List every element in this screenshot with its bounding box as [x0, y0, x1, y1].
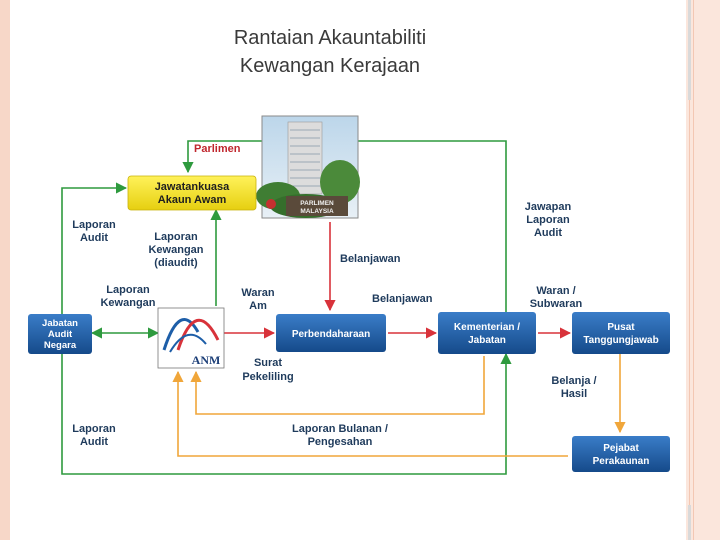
label-surat-pekeliling: Surat Pekeliling [242, 357, 293, 383]
orange-connectors [172, 354, 626, 460]
label-laporan-audit-top-2: Audit [80, 232, 108, 244]
label-laporan-audit-top: Laporan Audit [72, 219, 116, 244]
laporan-bulanan-line [172, 370, 568, 457]
label-waran-am: Waran Am [241, 287, 274, 312]
node-kementerian-line1: Kementerian / [454, 322, 520, 333]
node-jabatan-audit-line2: Audit [48, 329, 73, 340]
label-waran-sub-2: Subwaran [530, 298, 583, 310]
label-laporan-bulanan: Laporan Bulanan / Pengesahan [292, 423, 388, 448]
node-pusat-line1: Pusat [607, 322, 635, 333]
label-waran-am-1: Waran [241, 287, 274, 299]
label-waran-subwaran: Waran / Subwaran [530, 285, 583, 310]
label-jawapan-laporan-audit: Jawapan Laporan Audit [525, 201, 572, 239]
surat-pekeliling-line [190, 356, 485, 415]
node-pusat-line2: Tanggungjawab [583, 335, 658, 346]
label-jawapan-3: Audit [534, 227, 562, 239]
anm-logo-text: ANM [192, 353, 221, 367]
photo-caption-1: PARLIMEN [300, 200, 334, 207]
photo-caption-2: MALAYSIA [300, 208, 334, 215]
label-laporan-audit-bottom: Laporan Audit [72, 423, 116, 448]
label-lk-diaudit-2: Kewangan [148, 244, 203, 256]
slide-right-border-line [693, 0, 694, 540]
laporan-audit-bottom-line [61, 352, 512, 475]
label-surat-2: Pekeliling [242, 371, 293, 383]
label-belanja-hasil: Belanja / Hasil [551, 375, 596, 400]
label-waran-sub-1: Waran / [536, 285, 575, 297]
label-belanja-2: Hasil [561, 388, 587, 400]
node-jawatankuasa-line2: Akaun Awam [158, 194, 227, 206]
slide-left-border [0, 0, 10, 540]
node-jabatan-audit-line3: Negara [44, 340, 77, 351]
label-belanja-1: Belanja / [551, 375, 596, 387]
slide-title-line1: Rantaian Akauntabiliti [233, 27, 427, 49]
label-laporan-kewangan-diaudit: Laporan Kewangan (diaudit) [148, 231, 203, 269]
slide-edge-tab [688, 505, 691, 540]
laporan-audit-line [61, 182, 128, 314]
node-pusat-tanggungjawab: Pusat Tanggungjawab [572, 312, 670, 354]
label-bulanan-1: Laporan Bulanan / [292, 423, 388, 435]
node-parlimen: Parlimen [194, 143, 241, 155]
label-belanjawan-1: Belanjawan [340, 253, 401, 265]
red-connectors [224, 222, 572, 339]
label-lk-2: Kewangan [100, 297, 155, 309]
label-lk-diaudit-3: (diaudit) [154, 257, 198, 269]
label-jawapan-1: Jawapan [525, 201, 572, 213]
node-jawatankuasa-line1: Jawatankuasa [155, 181, 230, 193]
node-perbendaharaan-label: Perbendaharaan [292, 329, 370, 340]
node-pejabat-line2: Perakaunan [593, 456, 650, 467]
label-jawapan-2: Laporan [526, 214, 570, 226]
label-waran-am-2: Am [249, 300, 267, 312]
slide-edge-tab [688, 0, 691, 100]
label-la-bottom-2: Audit [80, 436, 108, 448]
node-pejabat-line1: Pejabat [603, 443, 639, 454]
parliament-photo: PARLIMEN MALAYSIA [256, 115, 360, 219]
node-pejabat-perakaunan: Pejabat Perakaunan [572, 436, 670, 472]
slide-title-line2: Kewangan Kerajaan [239, 55, 421, 77]
label-lk-diaudit-1: Laporan [154, 231, 198, 243]
label-lk-1: Laporan [106, 284, 150, 296]
label-surat-1: Surat [254, 357, 282, 369]
label-la-bottom-1: Laporan [72, 423, 116, 435]
slide-right-border-line [689, 0, 690, 540]
node-kementerian-line2: Jabatan [468, 335, 506, 346]
node-jabatan-audit-line1: Jabatan [42, 318, 78, 329]
label-bulanan-2: Pengesahan [308, 436, 373, 448]
label-laporan-audit-top-1: Laporan [72, 219, 116, 231]
node-perbendaharaan: Perbendaharaan [276, 314, 386, 352]
anm-logo: ANM [157, 307, 225, 369]
node-kementerian-jabatan: Kementerian / Jabatan [438, 312, 536, 354]
label-laporan-kewangan: Laporan Kewangan [100, 284, 155, 309]
node-jawatankuasa-akaun-awam: Jawatankuasa Akaun Awam [127, 175, 257, 211]
slide-title: Rantaian Akauntabiliti Kewangan Kerajaan [180, 24, 480, 80]
slide-right-border [686, 0, 720, 540]
label-belanjawan-2: Belanjawan [372, 293, 433, 305]
node-jabatan-audit-negara: Jabatan Audit Negara [28, 314, 92, 354]
